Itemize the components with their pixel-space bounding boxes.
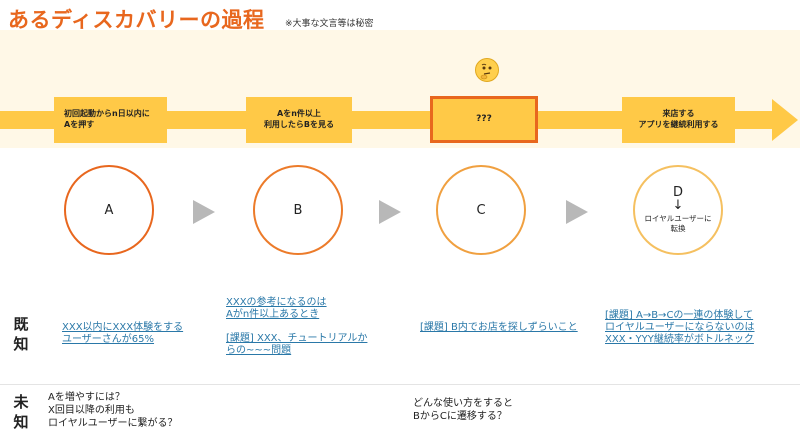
circle-b-label: B — [293, 202, 303, 218]
circle-c: C — [436, 165, 526, 255]
section-divider — [0, 384, 800, 385]
circle-c-label: C — [476, 202, 486, 218]
known-heading: 既 知 — [13, 315, 29, 353]
circle-a: A — [64, 165, 154, 255]
known-item-c[interactable]: [課題] B内でお店を探しずらいこと — [420, 322, 578, 333]
step-box-3-unknown: ??? — [430, 96, 538, 143]
known-item-d[interactable]: [課題] A→B→Cの一連の体験して ロイヤルユーザーにならないのは XXX・Y… — [605, 310, 755, 345]
circle-a-label: A — [104, 202, 114, 218]
step-box-4: 来店する アプリを継続利用する — [622, 97, 735, 143]
next-arrow-icon — [566, 200, 588, 224]
circle-d-sublabel: ロイヤルユーザーに 転換 — [644, 214, 712, 233]
timeline-arrow-head — [772, 99, 798, 141]
next-arrow-icon — [193, 200, 215, 224]
known-item-a[interactable]: XXX以内にXXX体験をする ユーザーさんが65% — [62, 322, 184, 345]
unknown-item-a: Aを増やすには？ X回目以降の利用も ロイヤルユーザーに繋がる？ — [48, 392, 178, 429]
step-box-1: 初回起動からn日以内に Aを押す — [54, 97, 167, 143]
circle-d: D ↓ ロイヤルユーザーに 転換 — [633, 165, 723, 255]
step-box-2: Aをn件以上 利用したらBを見る — [246, 97, 352, 143]
thinking-face-icon — [475, 58, 499, 82]
confidential-note: ※大事な文言等は秘密 — [285, 19, 374, 29]
unknown-heading: 未 知 — [13, 393, 29, 431]
circle-b: B — [253, 165, 343, 255]
unknown-item-c: どんな使い方をすると BからCに遷移する？ — [413, 398, 513, 422]
known-item-b[interactable]: XXXの参考になるのは Aがn件以上あるとき [課題] XXX、チュートリアルか… — [226, 297, 368, 356]
timeline-arrow — [0, 111, 775, 129]
circle-d-label: D ↓ — [672, 185, 684, 213]
page-title: あるディスカバリーの過程 — [8, 8, 265, 32]
next-arrow-icon — [379, 200, 401, 224]
